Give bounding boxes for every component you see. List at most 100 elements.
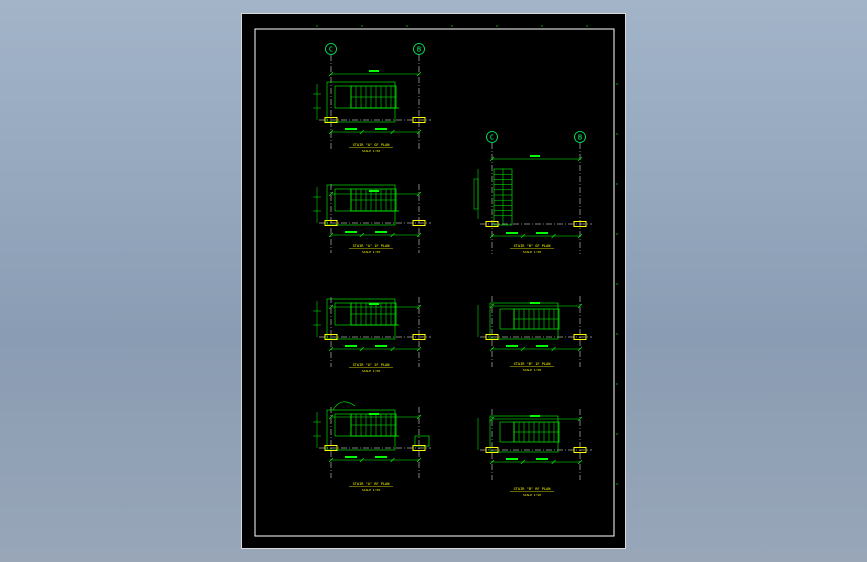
dimension-tick bbox=[520, 346, 526, 352]
stair-landing bbox=[334, 413, 352, 437]
dimension-tick bbox=[328, 191, 334, 197]
stair-core-outline bbox=[489, 415, 559, 453]
panel-scale: SCALE 1:50 bbox=[523, 368, 541, 372]
column-marker-left bbox=[324, 334, 338, 340]
dimension-tick bbox=[359, 129, 365, 135]
dimension-tick bbox=[390, 232, 395, 238]
grid-label-left: C bbox=[490, 134, 494, 142]
dimension-tick bbox=[577, 303, 583, 309]
sheet-border bbox=[254, 28, 615, 537]
column-marker-right bbox=[573, 334, 587, 340]
dimension-tick bbox=[390, 346, 395, 352]
dimension-tick bbox=[328, 71, 334, 77]
stair-core-outline bbox=[489, 302, 559, 340]
stair-landing bbox=[334, 188, 352, 212]
panel-scale: SCALE 1:50 bbox=[362, 488, 380, 492]
dimension-value-mark bbox=[369, 303, 379, 305]
dimension-value-mark bbox=[506, 232, 518, 234]
dimension-tick bbox=[489, 233, 495, 239]
column-marker-left bbox=[324, 220, 338, 226]
dimension-value-mark bbox=[536, 458, 548, 460]
dimension-tick bbox=[577, 459, 583, 465]
stair-plan-panel-6: STAIR "B" 1F PLAN SCALE 1:50 bbox=[477, 296, 592, 372]
dimension-tick bbox=[416, 414, 422, 420]
dimension-value-mark bbox=[375, 128, 387, 130]
dimension-tick bbox=[359, 232, 365, 238]
dimension-tick bbox=[416, 129, 422, 135]
dimension-tick bbox=[359, 457, 365, 463]
dimension-tick bbox=[416, 232, 422, 238]
dimension-tick bbox=[577, 156, 583, 162]
grid-bubble-right bbox=[574, 131, 586, 143]
dimension-value-mark bbox=[375, 231, 387, 233]
panel-scale: SCALE 1:50 bbox=[523, 493, 541, 497]
dimension-tick bbox=[551, 233, 556, 239]
dimension-tick bbox=[416, 346, 422, 352]
dimension-tick bbox=[577, 346, 583, 352]
dimension-tick bbox=[416, 457, 422, 463]
column-marker-left bbox=[324, 117, 338, 123]
dimension-label-box bbox=[473, 178, 479, 210]
column-marker-left bbox=[485, 221, 499, 227]
column-marker-left bbox=[324, 445, 338, 451]
dimension-value-mark bbox=[345, 345, 357, 347]
stair-core-outline bbox=[326, 184, 396, 226]
panel-scale: SCALE 1:50 bbox=[362, 149, 380, 153]
grid-label-left: C bbox=[329, 46, 333, 54]
dimension-tick bbox=[328, 232, 334, 238]
dimension-tick bbox=[489, 156, 495, 162]
dimension-tick bbox=[390, 129, 395, 135]
grid-bubble-left bbox=[325, 43, 337, 55]
grid-bubble-left bbox=[486, 131, 498, 143]
stair-core-outline bbox=[326, 298, 396, 340]
dimension-value-mark bbox=[375, 456, 387, 458]
dimension-tick bbox=[489, 346, 495, 352]
dimension-tick bbox=[328, 304, 334, 310]
dimension-value-mark bbox=[536, 232, 548, 234]
stair-core-outline bbox=[326, 81, 396, 123]
dimension-tick bbox=[390, 457, 395, 463]
dimension-tick bbox=[577, 416, 583, 422]
panel-scale: SCALE 1:50 bbox=[362, 250, 380, 254]
dimension-value-mark bbox=[369, 190, 379, 192]
column-marker-left bbox=[485, 447, 499, 453]
column-marker-right bbox=[412, 117, 426, 123]
dimension-value-mark bbox=[369, 70, 379, 72]
column-marker-right bbox=[412, 220, 426, 226]
grid-label-right: B bbox=[417, 46, 421, 54]
dimension-tick bbox=[577, 233, 583, 239]
dimension-tick bbox=[328, 457, 334, 463]
dimension-value-mark bbox=[345, 128, 357, 130]
panel-title: STAIR "A" RF PLAN bbox=[353, 482, 390, 486]
stair-plan-panel-1: C B STAIR "A" GF PLAN SCALE 1:50 bbox=[313, 43, 431, 153]
dimension-value-mark bbox=[375, 345, 387, 347]
panel-title: STAIR "B" 1F PLAN bbox=[514, 362, 551, 366]
grid-label-right: B bbox=[578, 134, 582, 142]
panel-scale: SCALE 1:50 bbox=[362, 369, 380, 373]
stair-landing bbox=[334, 85, 352, 109]
dimension-tick bbox=[489, 416, 495, 422]
column-marker-left bbox=[485, 334, 499, 340]
dimension-tick bbox=[416, 71, 422, 77]
column-marker-right bbox=[412, 334, 426, 340]
dimension-tick bbox=[328, 414, 334, 420]
stair-plan-panel-4: STAIR "A" RF PLAN SCALE 1:50 bbox=[313, 401, 431, 492]
column-marker-right bbox=[573, 447, 587, 453]
stair-landing bbox=[499, 308, 515, 330]
roof-access-box bbox=[414, 435, 430, 447]
dimension-value-mark bbox=[530, 155, 540, 157]
column-marker-right bbox=[412, 445, 426, 451]
dimension-value-mark bbox=[345, 231, 357, 233]
dimension-value-mark bbox=[506, 345, 518, 347]
panel-title: STAIR "A" GF PLAN bbox=[353, 143, 390, 147]
dimension-tick bbox=[551, 346, 556, 352]
stair-landing bbox=[499, 421, 515, 443]
dimension-tick bbox=[328, 129, 334, 135]
panel-scale: SCALE 1:50 bbox=[523, 250, 541, 254]
dimension-value-mark bbox=[345, 456, 357, 458]
